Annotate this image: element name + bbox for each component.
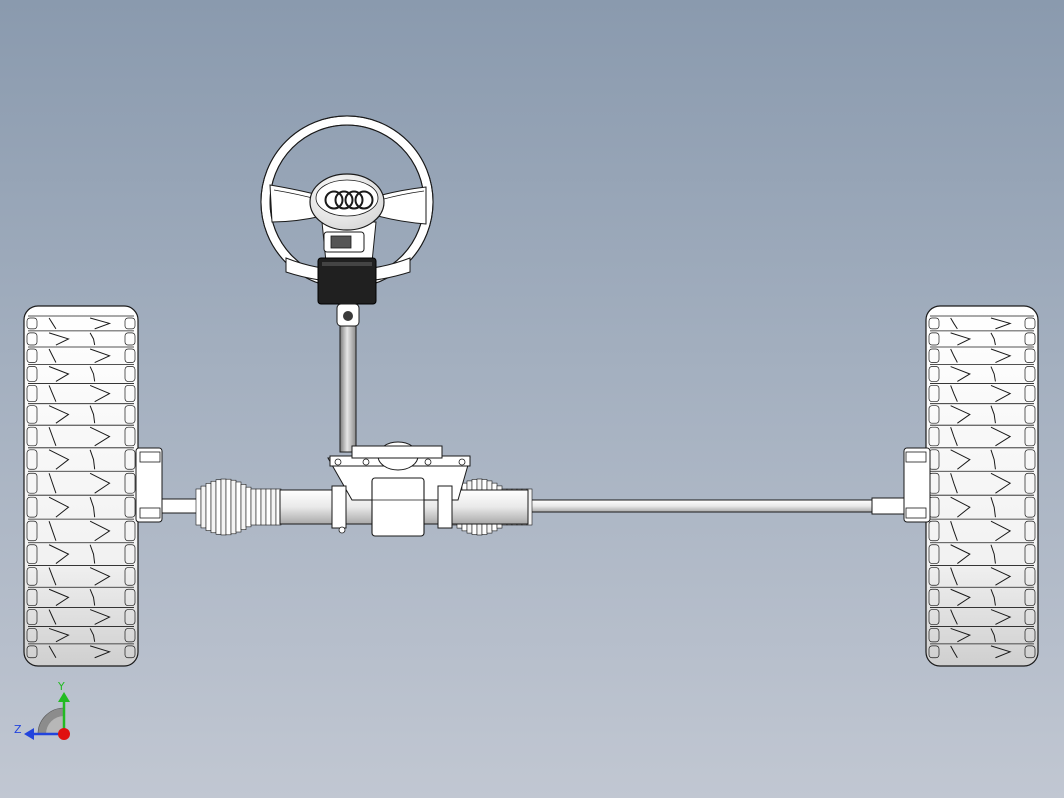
- logo-rings-icon: [324, 190, 374, 210]
- x-axis-icon: [58, 728, 70, 740]
- column-housing: [317, 257, 377, 305]
- steering-gear-housing: [279, 441, 529, 537]
- left-tire: [23, 305, 163, 667]
- steering-shaft: [336, 303, 360, 453]
- y-axis-label: Y: [57, 680, 65, 693]
- right-tire: [903, 305, 1039, 667]
- tie-rod-right: [529, 497, 907, 515]
- tie-rod-left: [159, 498, 203, 514]
- right-tire-tread: [928, 315, 1036, 659]
- rack-boot-left: [195, 478, 282, 536]
- z-axis-label: Z: [14, 723, 22, 736]
- axis-triad: Y Z: [14, 680, 70, 740]
- left-tire-tread: [26, 315, 136, 659]
